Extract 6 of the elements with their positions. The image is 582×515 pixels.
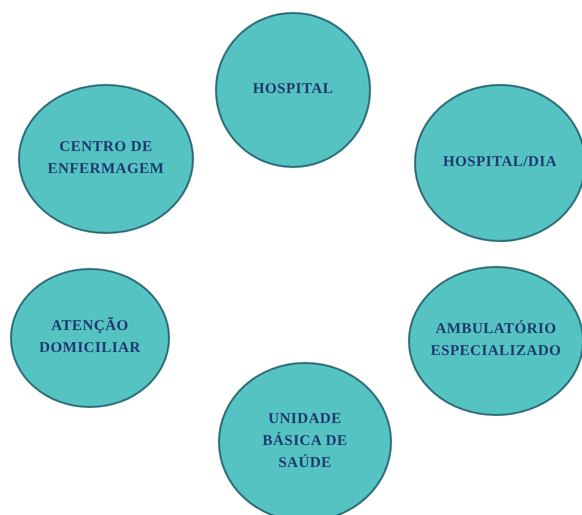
node-label: HOSPITAL/DIA <box>442 153 558 172</box>
node-label: CENTRO DE ENFERMAGEM <box>46 138 166 179</box>
node-label: AMBULATÓRIO ESPECIALIZADO <box>430 319 562 361</box>
node-label: HOSPITAL <box>252 80 334 100</box>
node-label: UNIDADE BÁSICA DE SAÚDE <box>262 410 348 473</box>
node-label: ATENÇÃO DOMICILIAR <box>38 316 142 358</box>
